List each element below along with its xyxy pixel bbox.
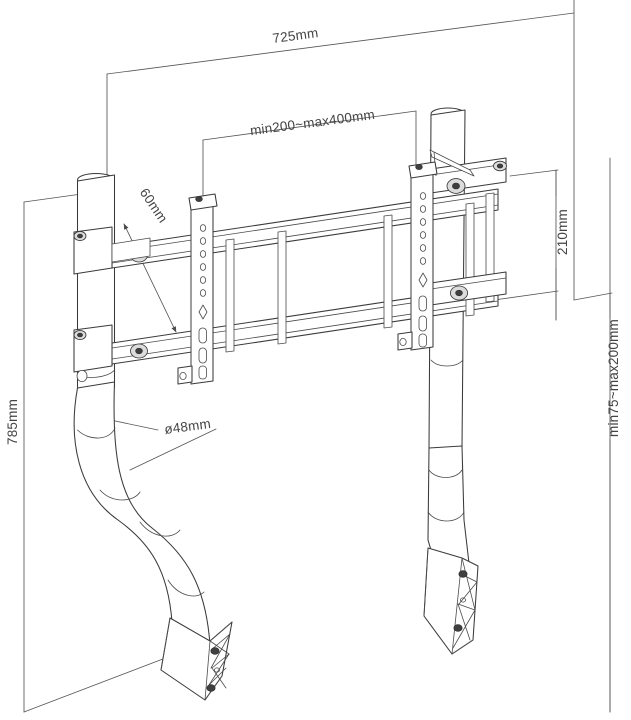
diagonal-brace	[429, 149, 475, 177]
left-foot	[160, 617, 233, 701]
dimension-lines	[23, 0, 613, 713]
right-strip-diamond-hole	[418, 272, 428, 288]
right-vertical-strip	[397, 161, 438, 351]
strip-slots	[198, 327, 207, 380]
dim-label-overall-width: 725mm	[272, 25, 320, 46]
dim-label-overall-height: 785mm	[5, 399, 20, 445]
dim-label-pole-diameter: ø48mm	[163, 416, 211, 437]
left-vertical-strip	[177, 193, 218, 385]
strip-round-holes	[199, 224, 207, 297]
strip-diamond-hole	[198, 304, 208, 320]
dim-label-bracket-spacing: min200~max400mm	[249, 107, 376, 138]
dim-label-bracket-height: 210mm	[555, 209, 570, 255]
left-clamp	[73, 226, 151, 382]
dim-label-mount-height-range: min75~max200mm	[606, 319, 621, 437]
right-strip-round-holes	[419, 192, 427, 265]
right-foot	[423, 547, 479, 655]
dim-label-pole-offset: 60mm	[137, 185, 171, 225]
right-strip-slots	[418, 295, 427, 348]
